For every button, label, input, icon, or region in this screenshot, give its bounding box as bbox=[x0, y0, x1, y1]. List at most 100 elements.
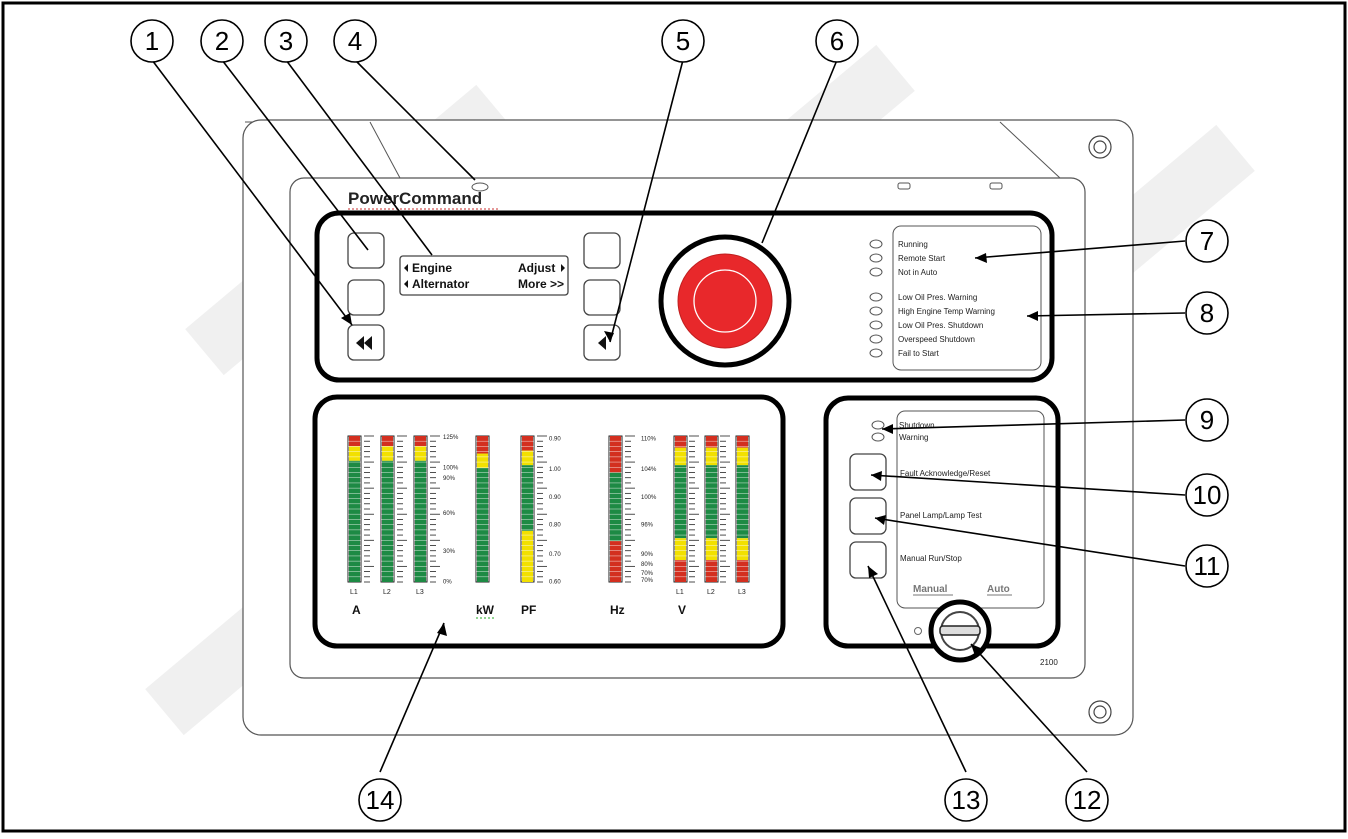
callout-number: 3 bbox=[279, 26, 293, 56]
callout-number: 4 bbox=[348, 26, 362, 56]
housing-bevel-left bbox=[369, 121, 401, 179]
status-led bbox=[471, 182, 489, 192]
freq-scale-label: 110% bbox=[641, 436, 657, 442]
indicator-label: Overspeed Shutdown bbox=[898, 335, 975, 344]
amps-phase-label: L1 bbox=[350, 589, 358, 596]
callout-12: 12 bbox=[1065, 778, 1109, 822]
left-arrow-icon bbox=[404, 264, 408, 272]
meter-scale bbox=[537, 435, 547, 583]
volt-phase-label: L1 bbox=[676, 589, 684, 596]
callout-7: 7 bbox=[1185, 219, 1229, 263]
callout-11: 11 bbox=[1185, 544, 1229, 588]
tab bbox=[989, 182, 1003, 190]
callout-1: 1 bbox=[130, 19, 174, 63]
indicator-led bbox=[869, 253, 883, 263]
right-arrow-icon bbox=[561, 264, 565, 272]
indicator-led bbox=[869, 267, 883, 277]
v-label: V bbox=[678, 603, 686, 617]
callout-number: 6 bbox=[830, 26, 844, 56]
volt-bar-l1 bbox=[673, 435, 688, 583]
amps-bar-l1 bbox=[347, 435, 362, 583]
indicator-label: Low Oil Pres. Shutdown bbox=[898, 321, 983, 330]
callout-number: 9 bbox=[1200, 405, 1214, 435]
callout-leaders bbox=[151, 59, 1186, 773]
manual-run-stop-button[interactable] bbox=[849, 541, 887, 579]
fault-reset-button[interactable] bbox=[849, 453, 887, 491]
pf-scale-label: 1.00 bbox=[549, 467, 561, 473]
callout-number: 5 bbox=[676, 26, 690, 56]
volt-bar-l3 bbox=[735, 435, 750, 583]
callout-14: 14 bbox=[358, 778, 402, 822]
meter-scale bbox=[364, 435, 374, 583]
lamp-test-button[interactable] bbox=[849, 497, 887, 535]
callout-2: 2 bbox=[200, 19, 244, 63]
volt-phase-label: L2 bbox=[707, 589, 715, 596]
volt-phase-label: L3 bbox=[738, 589, 746, 596]
shutdown-label: Shutdown bbox=[899, 421, 935, 430]
kw-bar bbox=[475, 435, 490, 583]
indicator-label: Not in Auto bbox=[898, 268, 938, 277]
pf-scale-label: 0.70 bbox=[549, 552, 561, 558]
soft-key-lower-left[interactable] bbox=[347, 279, 385, 316]
indicator-panel bbox=[892, 225, 1042, 371]
housing-bevel-right bbox=[999, 121, 1061, 179]
left-arrow-icon bbox=[404, 280, 408, 288]
auto-mode-label: Auto bbox=[987, 584, 1010, 595]
bar-graph-meters: 125%100%90%60%30%0%0.901.000.900.800.700… bbox=[347, 435, 750, 596]
callout-number: 7 bbox=[1200, 226, 1214, 256]
freq-scale-label: 96% bbox=[641, 523, 654, 529]
key-indicator-dot bbox=[914, 627, 922, 635]
meter-scale bbox=[720, 435, 730, 583]
indicator-led bbox=[869, 334, 883, 344]
volt-bar-l2 bbox=[704, 435, 719, 583]
amps-bar-l3 bbox=[413, 435, 428, 583]
fault-reset-label: Fault Acknowledge/Reset bbox=[900, 469, 991, 478]
hz-label: Hz bbox=[610, 603, 625, 617]
amps-phase-label: L2 bbox=[383, 589, 391, 596]
manual-mode-label: Manual bbox=[913, 584, 948, 595]
freq-scale-label: 70% bbox=[641, 571, 654, 577]
pct-scale-label: 125% bbox=[443, 435, 459, 441]
indicator-led bbox=[869, 348, 883, 358]
pf-scale-label: 0.90 bbox=[549, 495, 561, 501]
indicator-led bbox=[869, 306, 883, 316]
tab bbox=[897, 182, 911, 190]
indicator-led bbox=[869, 292, 883, 302]
meter-scale bbox=[689, 435, 699, 583]
kw-label: kW bbox=[476, 603, 495, 617]
freq-scale-label: 70% bbox=[641, 578, 654, 584]
pct-scale-label: 60% bbox=[443, 511, 456, 517]
indicator-label: Low Oil Pres. Warning bbox=[898, 293, 977, 302]
lcd-display bbox=[399, 255, 569, 296]
pf-bar bbox=[520, 435, 535, 583]
display-row1-right: Adjust bbox=[518, 261, 555, 275]
callout-number: 2 bbox=[215, 26, 229, 56]
brand-name: PowerCommand bbox=[348, 189, 482, 208]
soft-key-lower-right[interactable] bbox=[583, 279, 621, 316]
display-row2-right: More >> bbox=[518, 277, 564, 291]
manual-run-label: Manual Run/Stop bbox=[900, 554, 962, 563]
callout-number: 10 bbox=[1193, 480, 1222, 510]
screw-bottom-icon bbox=[1088, 700, 1112, 724]
model-number: 2100 bbox=[1040, 658, 1058, 667]
back-arrow-icon bbox=[598, 336, 606, 350]
display-row1-left: Engine bbox=[412, 261, 452, 275]
callout-number: 14 bbox=[366, 785, 395, 815]
pct-scale-label: 30% bbox=[443, 549, 456, 555]
callout-number: 13 bbox=[952, 785, 981, 815]
hz-bar bbox=[608, 435, 623, 583]
amps-phase-label: L3 bbox=[416, 589, 424, 596]
callout-4: 4 bbox=[333, 19, 377, 63]
callout-6: 6 bbox=[815, 19, 859, 63]
soft-key-upper-left[interactable] bbox=[347, 232, 385, 269]
pct-scale-label: 0% bbox=[443, 580, 452, 586]
indicator-led bbox=[869, 239, 883, 249]
emergency-stop-button[interactable] bbox=[677, 253, 773, 349]
soft-key-upper-right[interactable] bbox=[583, 232, 621, 269]
indicator-label: Running bbox=[898, 240, 928, 249]
freq-scale-label: 90% bbox=[641, 552, 654, 558]
